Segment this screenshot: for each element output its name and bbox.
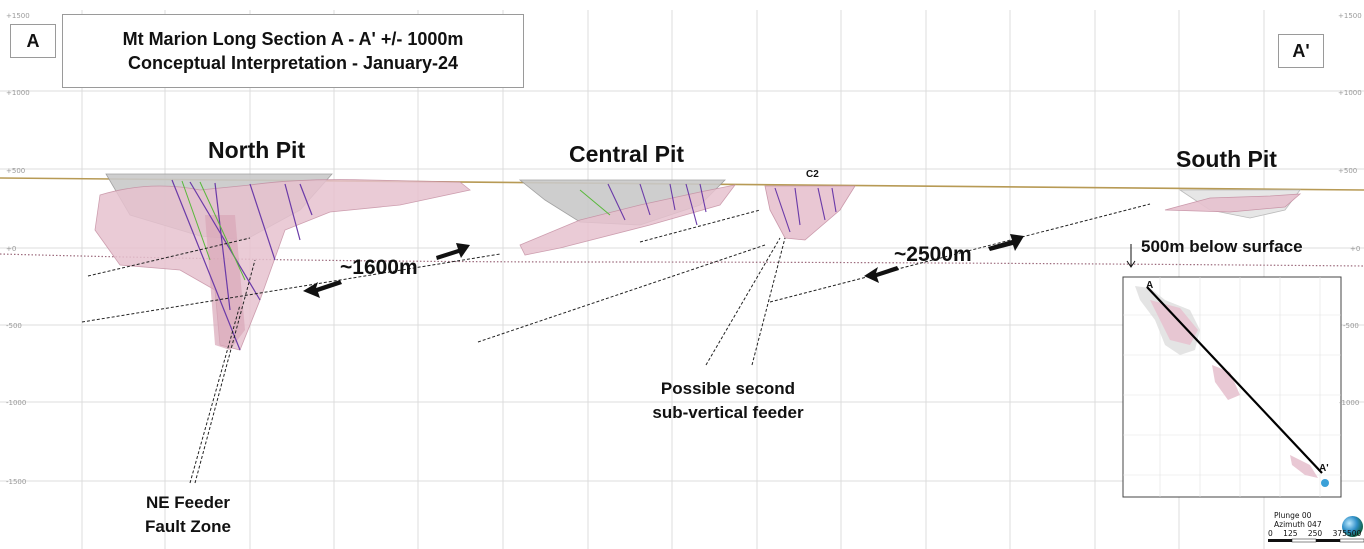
interpretation-lines bbox=[81, 203, 1151, 484]
section-start-label: A bbox=[10, 24, 56, 58]
section-end-label: A' bbox=[1278, 34, 1324, 68]
elevation-label: +1500 bbox=[1338, 12, 1362, 20]
distance-label-2500: ~2500m bbox=[894, 243, 972, 266]
elevation-label: +0 bbox=[1350, 245, 1361, 253]
view-orientation: Plunge 00 Azimuth 047 bbox=[1274, 511, 1322, 529]
elevation-label: +500 bbox=[1338, 167, 1358, 175]
scale-tick: 500 bbox=[1346, 529, 1362, 538]
elevation-label: +1500 bbox=[6, 12, 30, 20]
compass-icon bbox=[1342, 516, 1363, 537]
title-line-1: Mt Marion Long Section A - A' +/- 1000m bbox=[122, 29, 464, 49]
central-pit-label: Central Pit bbox=[569, 141, 685, 167]
title-line-2: Conceptual Interpretation - January-24 bbox=[127, 53, 459, 73]
elevation-label: +500 bbox=[6, 167, 26, 175]
scale-tick: 0 bbox=[1268, 529, 1273, 538]
c2-label: C2 bbox=[806, 169, 819, 180]
elevation-label: +0 bbox=[6, 245, 17, 253]
arrow-left-icon bbox=[864, 266, 899, 283]
south-pit-label: South Pit bbox=[1176, 146, 1277, 172]
scale-bar-ticks: 0 125 250 375500 bbox=[1268, 529, 1361, 538]
inset-start-label: A bbox=[1146, 280, 1154, 291]
ne-feeder-line-1: NE Feeder bbox=[145, 493, 231, 512]
title-box: Mt Marion Long Section A - A' +/- 1000m … bbox=[62, 14, 524, 88]
feeder-line-1: Possible second bbox=[660, 379, 796, 398]
arrow-left-icon bbox=[303, 280, 342, 298]
ne-feeder-annotation: NE Feeder Fault Zone bbox=[118, 491, 258, 539]
inset-end-label: A' bbox=[1319, 463, 1329, 474]
south-pit-model bbox=[1164, 189, 1302, 219]
down-arrow-icon bbox=[1126, 244, 1136, 268]
c2-pit-model bbox=[764, 185, 856, 241]
elevation-label: -1000 bbox=[1339, 399, 1360, 407]
scale-tick: 375 bbox=[1332, 529, 1347, 538]
elevation-label: -500 bbox=[1343, 322, 1359, 330]
plunge-text: Plunge 00 bbox=[1274, 511, 1312, 520]
distance-arrows bbox=[303, 234, 1024, 298]
elevation-label: -1500 bbox=[6, 478, 27, 486]
elevation-label: -1000 bbox=[6, 399, 27, 407]
azimuth-text: Azimuth 047 bbox=[1274, 520, 1322, 529]
arrow-right-icon bbox=[988, 234, 1024, 251]
depth-note: 500m below surface bbox=[1141, 237, 1303, 256]
arrow-right-icon bbox=[436, 243, 470, 260]
scale-tick: 250 bbox=[1307, 529, 1323, 538]
ne-feeder-line-2: Fault Zone bbox=[145, 517, 231, 536]
north-pit-label: North Pit bbox=[208, 137, 306, 163]
distance-label-1600: ~1600m bbox=[340, 256, 418, 279]
central-pit-model bbox=[518, 179, 736, 256]
north-pit-model bbox=[94, 173, 471, 351]
feeder-line-2: sub-vertical feeder bbox=[652, 403, 804, 422]
elevation-label: +1000 bbox=[1338, 89, 1362, 97]
second-feeder-annotation: Possible second sub-vertical feeder bbox=[628, 377, 828, 425]
elevation-label: +1000 bbox=[6, 89, 30, 97]
elevation-label: -500 bbox=[6, 322, 22, 330]
inset-map bbox=[1122, 276, 1342, 498]
scale-tick: 125 bbox=[1283, 529, 1298, 538]
